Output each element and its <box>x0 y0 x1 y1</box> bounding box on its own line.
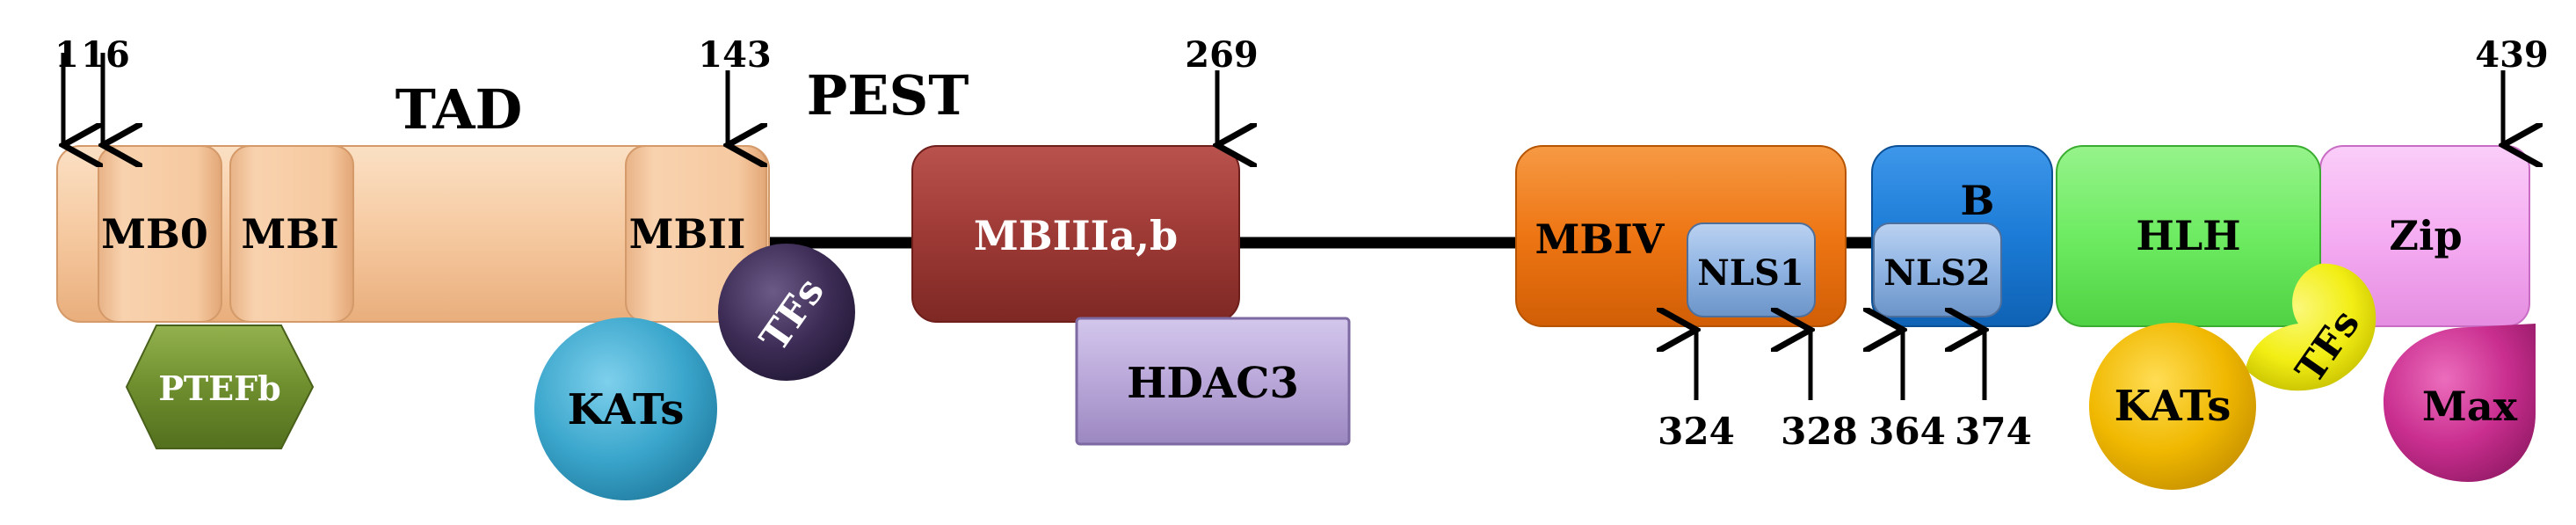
kats-left-label: KATs <box>568 385 685 434</box>
pos-label-16: 16 <box>81 34 130 76</box>
mbii-label: MBII <box>629 210 746 258</box>
hdac3-box <box>1075 317 1351 446</box>
mbiii-label: MBIIIa,b <box>974 212 1178 259</box>
tad-title: TAD <box>395 77 523 142</box>
tfs-right-blob <box>2246 263 2376 391</box>
pos-label-324: 324 <box>1658 410 1735 453</box>
max-label: Max <box>2422 383 2518 430</box>
tfs-left-circle <box>718 244 855 381</box>
mbiv-label: MBIV <box>1535 215 1665 263</box>
nls2-box <box>1873 222 2002 317</box>
pos-label-374: 374 <box>1955 410 2032 453</box>
max-shape <box>2384 324 2536 482</box>
top-position-arrows <box>63 53 2503 145</box>
bottom-position-arrows <box>1696 330 1985 400</box>
pos-label-143: 143 <box>698 34 772 76</box>
pos-label-328: 328 <box>1781 410 1858 453</box>
hlh-label: HLH <box>2136 212 2240 259</box>
mbi-segment <box>229 145 354 323</box>
nls1-box <box>1687 222 1816 317</box>
nls2-label: NLS2 <box>1883 252 1990 294</box>
kats-right-label: KATs <box>2115 382 2231 431</box>
pos-label-439: 439 <box>2475 34 2549 76</box>
nls1-label: NLS1 <box>1697 252 1803 294</box>
mb0-segment <box>98 145 222 323</box>
kats-right-circle <box>2089 323 2256 490</box>
mbi-label: MBI <box>241 210 338 258</box>
ptefb-label: PTEFb <box>158 368 280 408</box>
pos-label-364: 364 <box>1869 410 1946 453</box>
kats-left-circle <box>534 317 717 500</box>
pest-title: PEST <box>807 63 969 128</box>
hdac3-label: HDAC3 <box>1127 359 1299 408</box>
pos-label-269: 269 <box>1185 34 1259 76</box>
pos-label-1: 1 <box>54 34 79 76</box>
ptefb-hexagon <box>125 324 315 449</box>
b-label: B <box>1961 177 1995 224</box>
mb0-label: MB0 <box>101 210 208 258</box>
zip-label: Zip <box>2389 212 2462 259</box>
